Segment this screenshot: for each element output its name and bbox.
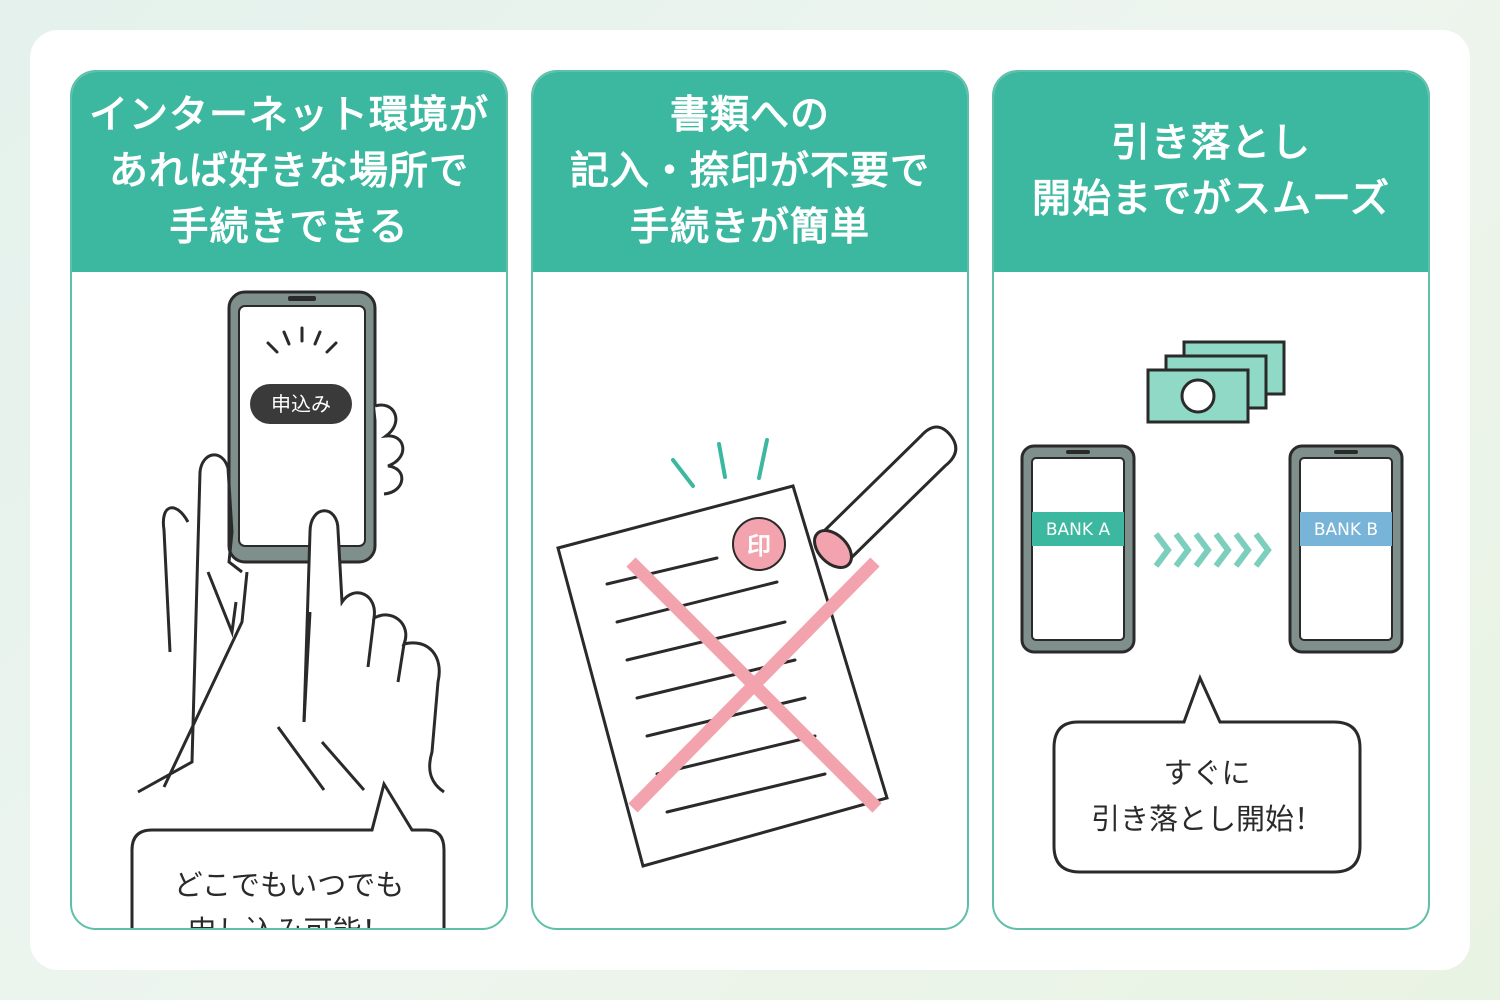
bank-transfer-illustration: BANK A BANK B — [1020, 340, 1404, 874]
card-title-line: 手続きできる — [169, 205, 409, 250]
phone-speaker — [288, 296, 316, 301]
card-illustration: BANK A BANK B すぐに — [994, 272, 1428, 928]
pointing-hand — [302, 509, 445, 794]
card-illustration: 申込み どこでもいつでも 申し込み可能！ — [72, 272, 506, 928]
bank-b-label: BANK B — [1314, 520, 1378, 540]
card-header: インターネット環境が あれば好きな場所で 手続きできる — [72, 72, 506, 272]
seal-label: 印 — [747, 532, 771, 560]
card-header: 引き落とし 開始までがスムーズ — [994, 72, 1428, 272]
card-title-line: あれば好きな場所で — [108, 149, 469, 194]
tap-rays — [266, 326, 338, 354]
apply-button-label: 申込み — [271, 392, 331, 416]
hanko-stamp — [813, 425, 958, 569]
holding-fingers — [374, 403, 405, 496]
card-title-line: 引き落とし — [1110, 121, 1311, 166]
speech-bubble-text: どこでもいつでも 申し込み可能！ — [173, 868, 405, 928]
seal-mark — [732, 517, 786, 571]
cross-mark — [626, 557, 882, 813]
card-no-paperwork: 書類への 記入・捺印が不要で 手続きが簡単 — [531, 70, 969, 930]
speech-bubble-text: すぐに 引き落とし開始！ — [1090, 756, 1323, 836]
card-illustration: 印 — [533, 272, 967, 928]
card-header: 書類への 記入・捺印が不要で 手続きが簡単 — [533, 72, 967, 272]
left-hand — [137, 453, 243, 794]
money-icon — [1146, 340, 1286, 424]
speech-bubble — [1052, 674, 1362, 874]
apply-button — [250, 384, 352, 424]
phone-screen — [238, 305, 366, 547]
card-smooth-debit: 引き落とし 開始までがスムーズ BANK A — [992, 70, 1430, 930]
document-stamp-illustration: 印 — [556, 425, 958, 868]
card-title-line: 記入・捺印が不要で — [569, 149, 930, 194]
card-title-line: 開始までがスムーズ — [1031, 177, 1391, 222]
smartphone-hand-illustration: 申込み — [130, 290, 446, 928]
speech-bubble — [130, 780, 446, 928]
burst-lines — [671, 438, 769, 488]
card-title-line: インターネット環境が — [88, 93, 489, 138]
bank-a-label: BANK A — [1046, 520, 1111, 540]
card-title-line: 書類への — [669, 93, 830, 138]
transfer-arrows — [1153, 532, 1272, 568]
card-title-line: 手続きが簡単 — [629, 205, 870, 250]
phone-bank-b: BANK B — [1288, 444, 1404, 654]
phone-bank-a: BANK A — [1020, 444, 1136, 654]
card-online-procedure: インターネット環境が あれば好きな場所で 手続きできる 申込み — [70, 70, 508, 930]
